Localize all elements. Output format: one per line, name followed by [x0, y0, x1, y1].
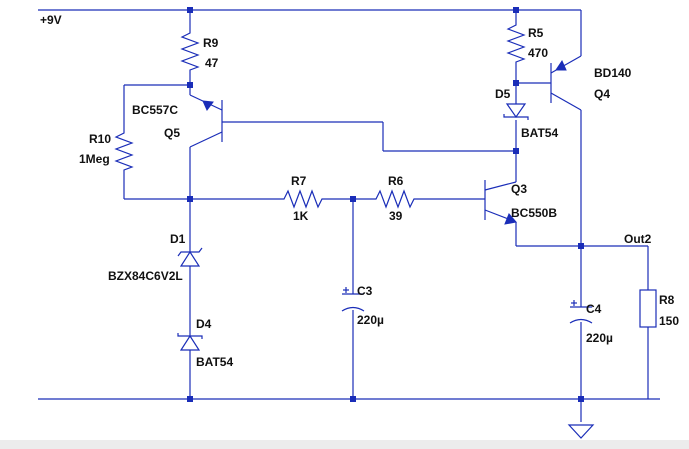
- bottom-strip: [0, 440, 689, 449]
- q4-ref-label: Q4: [594, 87, 610, 101]
- d5-ref-label: D5: [495, 87, 511, 101]
- r8-resistor: [639, 289, 657, 328]
- r6-value-label: 39: [389, 209, 403, 223]
- q4-model-label: BD140: [594, 66, 632, 80]
- r8-value-label: 150: [659, 314, 679, 328]
- supply-label: +9V: [40, 13, 62, 27]
- junctions: [187, 7, 584, 402]
- d1-zener-diode: [177, 238, 203, 270]
- out-net-label: Out2: [624, 232, 652, 246]
- r6-ref-label: R6: [388, 174, 404, 188]
- r6-resistor: [371, 189, 417, 209]
- r9-resistor: [180, 28, 200, 74]
- r7-ref-label: R7: [291, 174, 307, 188]
- d5-model-label: BAT54: [521, 126, 558, 140]
- q3-ref-label: Q3: [511, 182, 527, 196]
- d5-schottky-diode: [503, 103, 529, 120]
- c4-capacitor: [569, 300, 593, 324]
- q5-model-label: BC557C: [132, 103, 178, 117]
- q5-transistor: [189, 94, 223, 148]
- r9-ref-label: R9: [203, 36, 219, 50]
- r5-value-label: 470: [528, 46, 548, 60]
- r7-value-label: 1K: [293, 209, 309, 223]
- r5-ref-label: R5: [528, 26, 544, 40]
- c3-ref-label: C3: [357, 284, 373, 298]
- r5-resistor: [506, 20, 526, 64]
- d1-ref-label: D1: [170, 232, 186, 246]
- r7-resistor: [279, 189, 325, 209]
- r10-value-label: 1Meg: [79, 152, 110, 166]
- ground-symbol: [567, 424, 595, 439]
- q5-ref-label: Q5: [164, 126, 180, 140]
- q3-model-label: BC550B: [511, 206, 557, 220]
- q3-transistor: [484, 180, 517, 225]
- r10-resistor: [114, 128, 134, 172]
- wires: [38, 9, 660, 422]
- c3-value-label: 220µ: [357, 313, 384, 327]
- d4-ref-label: D4: [196, 317, 212, 331]
- r9-value-label: 47: [205, 56, 219, 70]
- c4-value-label: 220µ: [586, 331, 613, 345]
- q4-transistor: [550, 55, 582, 111]
- d4-schottky-diode: [177, 331, 203, 353]
- r10-ref-label: R10: [89, 132, 111, 146]
- d4-model-label: BAT54: [196, 355, 233, 369]
- r8-ref-label: R8: [659, 293, 675, 307]
- c3-capacitor: [341, 287, 365, 312]
- d1-model-label: BZX84C6V2L: [108, 269, 183, 283]
- c4-ref-label: C4: [586, 302, 602, 316]
